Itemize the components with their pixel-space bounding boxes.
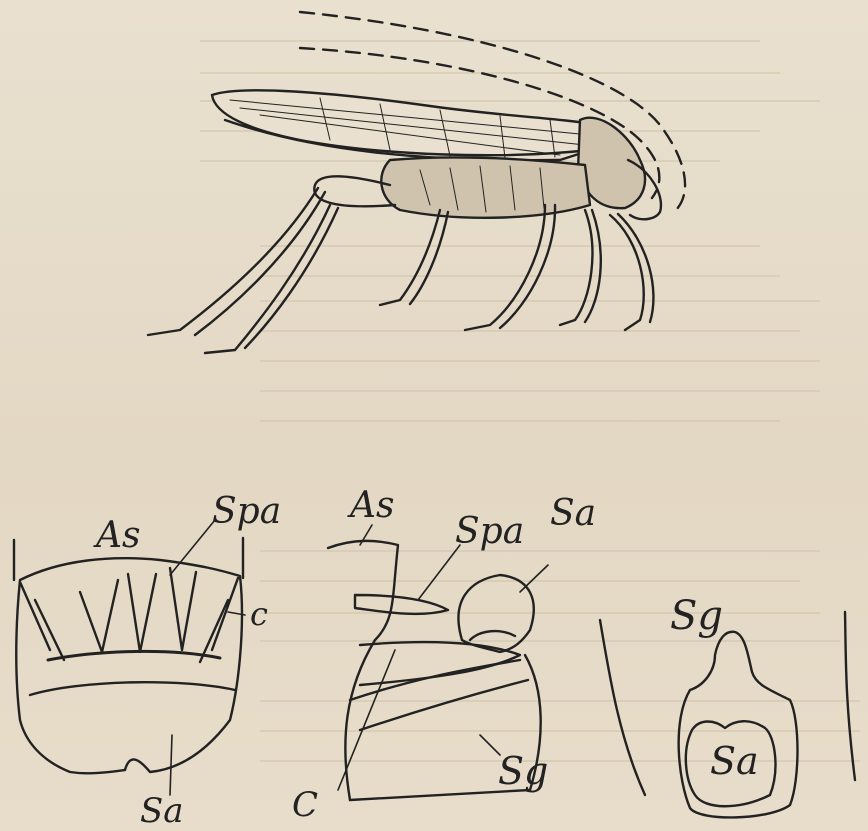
fig1-label-c: c [250, 598, 268, 630]
fig1-cerci [20, 578, 238, 662]
forewing [212, 90, 598, 155]
fig1-label-spa: Spa [212, 494, 281, 530]
fig2-label-c: C [292, 788, 318, 822]
fig2-leader-sa [520, 565, 548, 592]
fig1-transverse-band [48, 651, 220, 660]
fig2-label-as: As [350, 488, 394, 524]
hind-leg-tibia-2 [205, 205, 330, 353]
fig2-ovipositor-lower [360, 680, 528, 730]
fig1-label-sa: Sa [140, 794, 184, 828]
front-leg-3 [610, 214, 653, 330]
front-leg-1 [465, 205, 555, 330]
front-leg-2 [560, 210, 601, 325]
fig2-label-sg: Sg [498, 752, 548, 790]
grasshopper [148, 12, 685, 353]
fig3-side-left [600, 620, 645, 795]
fig2-leader-sg [480, 735, 500, 755]
fig1-leader-sa [170, 735, 172, 795]
hind-leg-inner [195, 192, 338, 348]
fig2-ovipositor-upper [350, 660, 520, 700]
fig1-label-as: As [96, 518, 140, 554]
fig2-label-sa: Sa [550, 496, 596, 532]
hind-leg-tibia-1 [148, 188, 318, 335]
fig1-outline [16, 558, 242, 773]
fig3-label-sg: Sg [670, 596, 723, 636]
fig2-leader-spa [418, 545, 460, 600]
fig3-label-sa: Sa [710, 742, 759, 780]
fig1-inner-processes [80, 568, 196, 652]
fig3-subgenital-plate [600, 612, 855, 817]
mid-leg [380, 210, 448, 305]
fig2-sa-fold [470, 631, 515, 640]
fig1-lower-plate [30, 682, 235, 695]
fig1-genitalia-dorsal [14, 520, 245, 795]
fig2-label-spa: Spa [455, 514, 524, 550]
fig3-side-right [845, 612, 855, 780]
fig2-spa [355, 595, 448, 614]
